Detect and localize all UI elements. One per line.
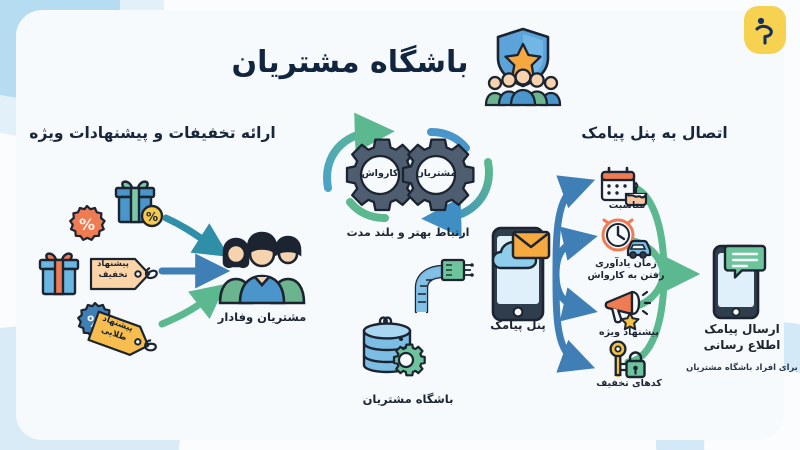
gear-label-customers: مشتریان [415, 168, 457, 179]
right-item-2-line1: زمان یادآوری [595, 258, 657, 269]
svg-text:%: % [79, 215, 95, 234]
right-item-2-line2: رفتن به کارواش [587, 270, 665, 282]
gift-teal-icon: % [108, 178, 166, 230]
smartphone-icon [487, 226, 551, 322]
two-gears-cycle-icon [318, 112, 498, 238]
phone-chat-icon [710, 244, 767, 320]
output-sub-label: برای افراد باشگاه مشتریان [686, 362, 798, 372]
percent-badge-orange-icon: % [68, 204, 106, 243]
calendar-cake-icon [600, 166, 648, 207]
right-item-label-2: زمان یادآوری رفتن به کارواش [578, 258, 674, 283]
output-label: ارسال پیامک اطلاع رسانی [690, 322, 794, 353]
megaphone-star-icon [602, 288, 652, 331]
discount-tag-line2: تخفیف [98, 270, 128, 281]
sms-panel-label: پنل پیامک [490, 318, 546, 332]
output-label-line2: اطلاع رسانی [703, 337, 781, 352]
blob-bottom-right-inner [704, 370, 800, 450]
blob-top-left-blue [0, 0, 120, 98]
database-label: باشگاه مشتریان [362, 392, 454, 406]
brand-logo-icon [744, 6, 786, 54]
golden-offer-tag: پیشنهاد طلایی [84, 305, 166, 369]
right-item-label-1: مناسبت [608, 200, 646, 211]
branch-arrows-blue [548, 175, 610, 373]
left-section-heading: ارائه تخفیفات و پیشنهادات ویژه [29, 124, 276, 142]
key-lock-icon [606, 340, 652, 380]
customer-database-icon [358, 310, 426, 386]
discount-offer-tag: پیشنهاد تخفیف [88, 253, 160, 295]
right-item-label-4: کدهای تخفیف [596, 378, 662, 389]
gears-caption: ارتباط بهتر و بلند مدت [346, 226, 470, 239]
data-pipe-icon [402, 252, 474, 314]
clock-car-icon [600, 218, 652, 260]
output-label-line1: ارسال پیامک [704, 322, 780, 336]
blob-top-left-pale [0, 0, 164, 137]
gift-blue-icon [32, 250, 90, 302]
loyal-customers-group-icon [214, 231, 310, 305]
svg-text:%: % [146, 210, 158, 224]
left-arrows-group [150, 214, 246, 329]
loyal-customers-label: مشتریان وفادار [217, 310, 307, 324]
page-title: باشگاه مشتریان [231, 45, 469, 80]
gear-label-carwash: کارواش [361, 168, 399, 179]
shield-star-people-icon [484, 24, 562, 107]
right-item-label-3: پیشنهاد ویژه [598, 327, 659, 338]
right-section-heading: اتصال به پنل پیامک [581, 124, 728, 142]
discount-tag-line1: پیشنهاد [97, 259, 129, 269]
